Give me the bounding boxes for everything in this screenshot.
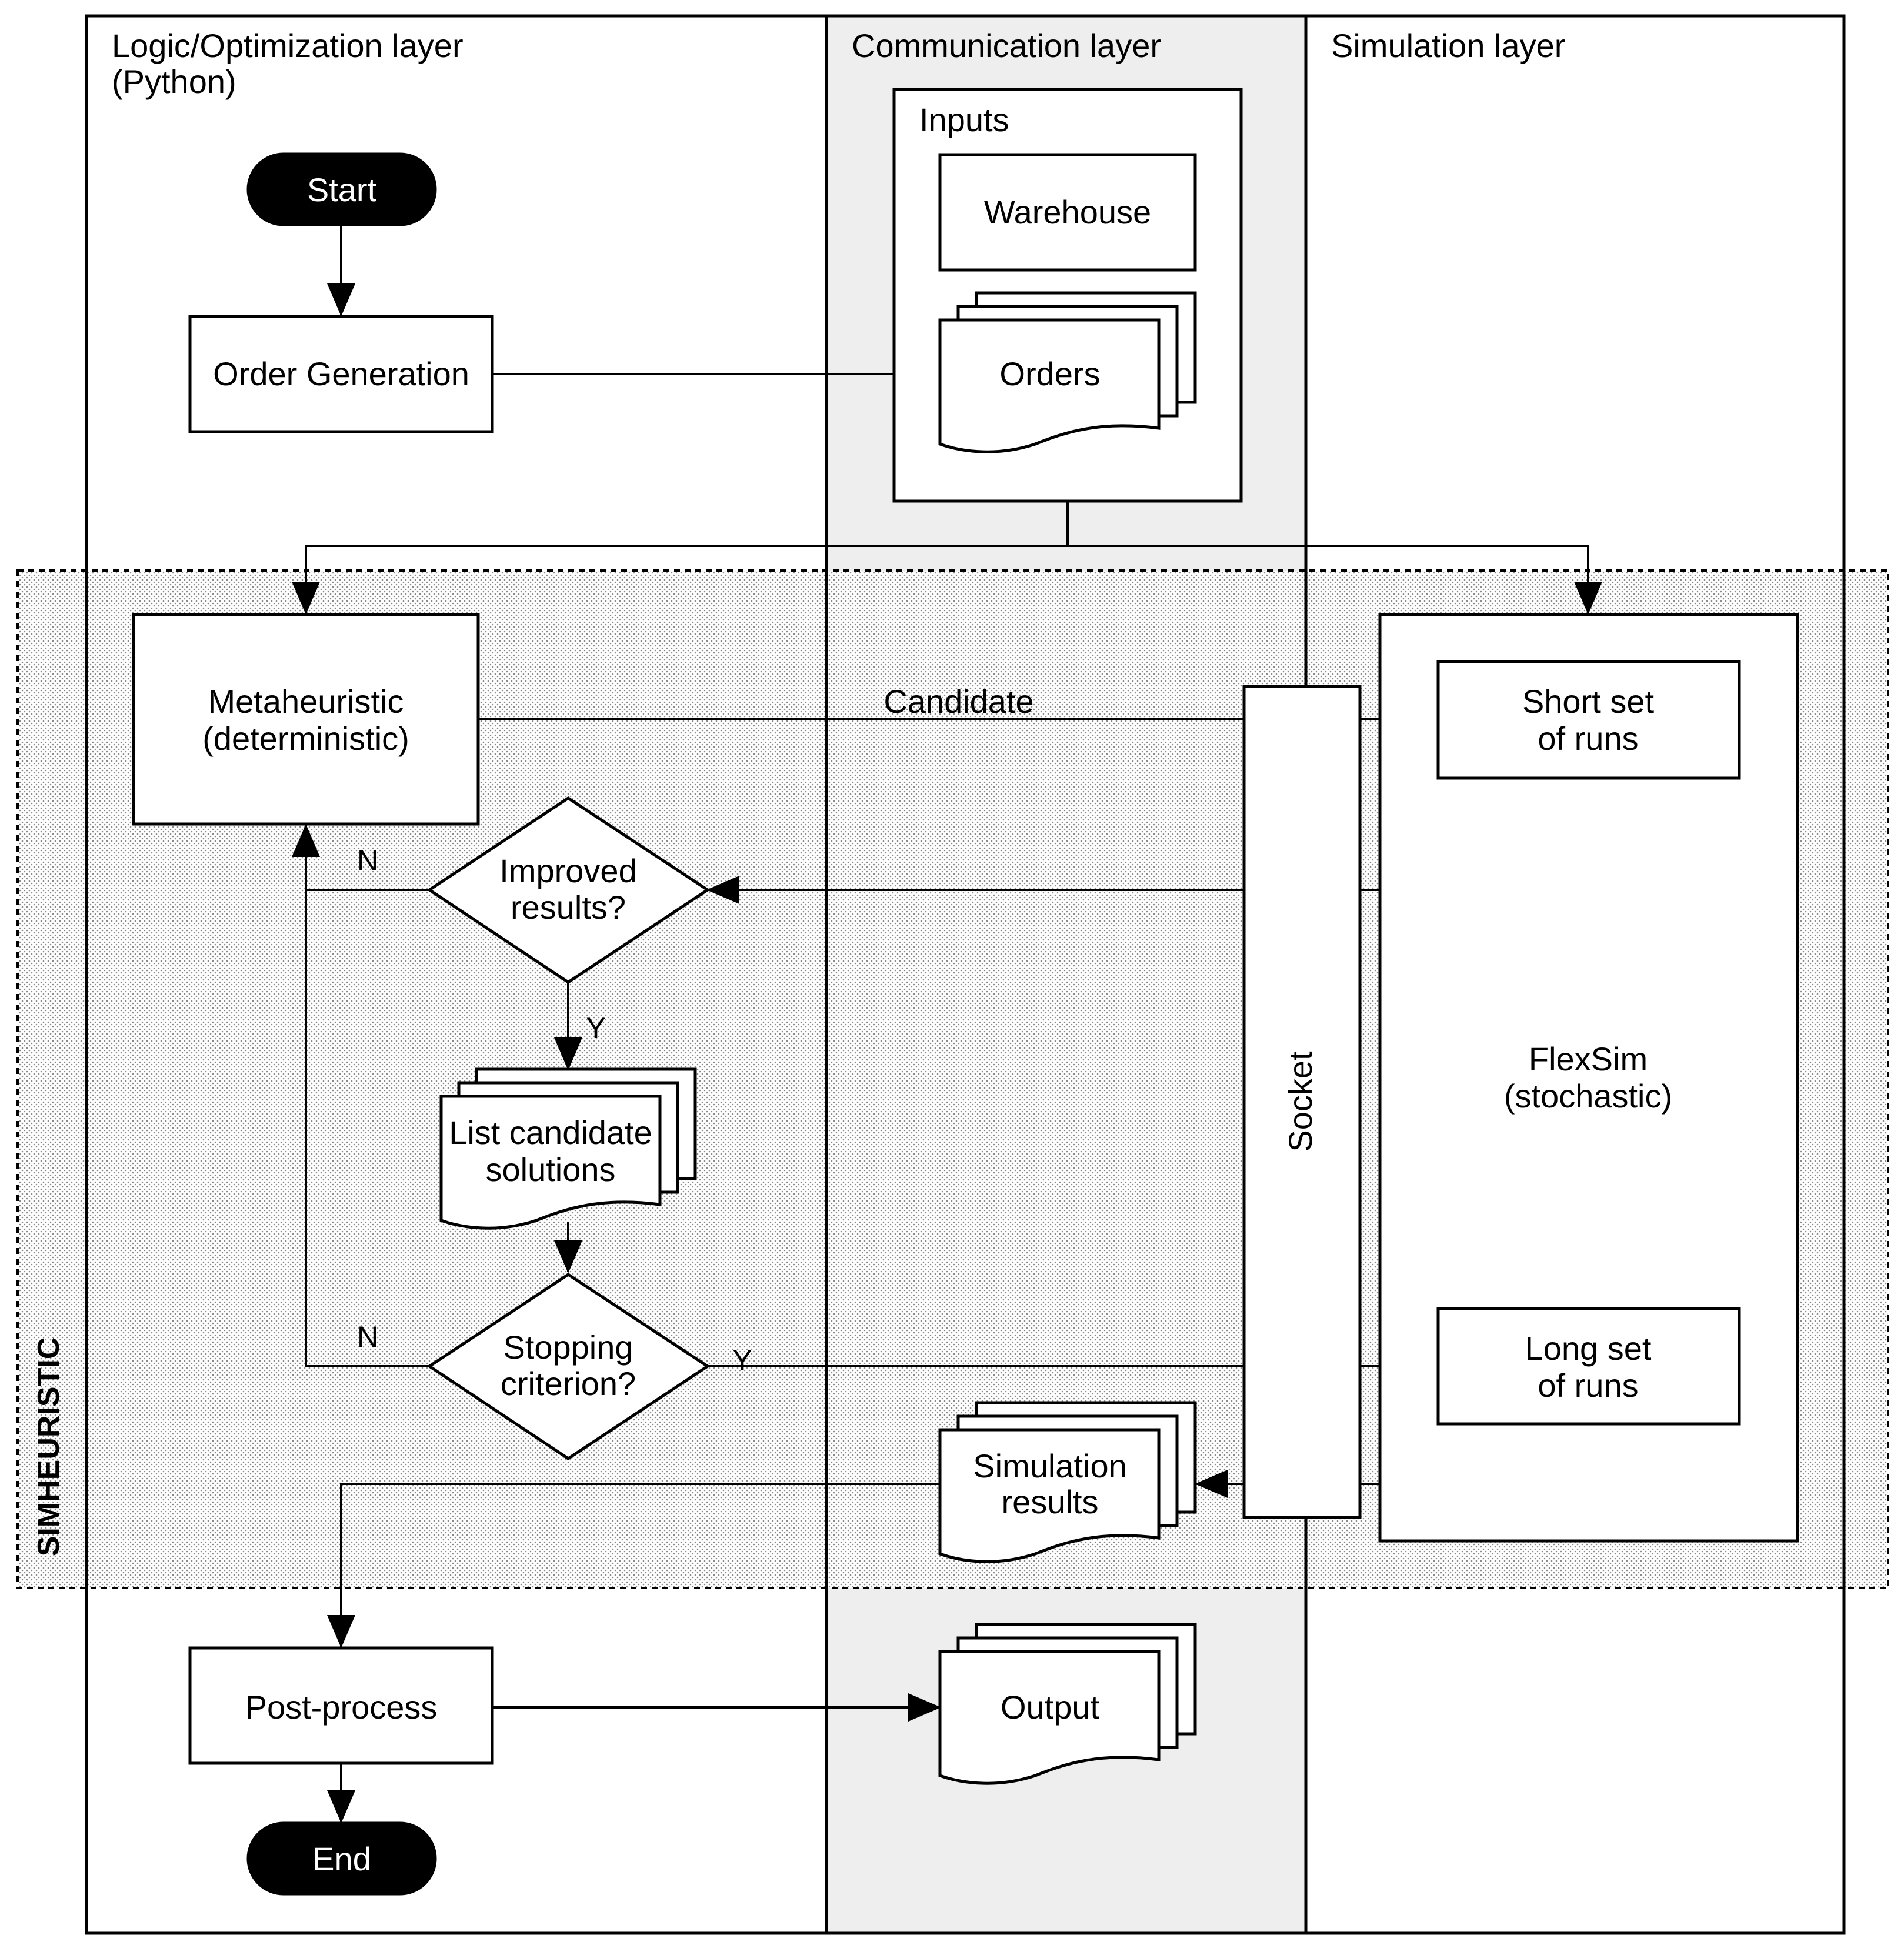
simulation-results-documents — [938, 1401, 1197, 1563]
output-documents — [938, 1623, 1197, 1785]
simulation-results-label-1: Simulation — [973, 1447, 1126, 1484]
stopping-label-1: Stopping — [503, 1329, 633, 1366]
short-set-label-2: of runs — [1538, 720, 1638, 757]
edge-label-stopping-yes: Y — [732, 1344, 752, 1377]
start-terminator — [246, 152, 437, 226]
stopping-decision — [426, 1273, 711, 1461]
socket-box — [1242, 685, 1362, 1519]
lane-title-communication: Communication layer — [852, 27, 1161, 64]
edge-label-improved-yes: Y — [586, 1012, 605, 1045]
long-set-box — [1436, 1307, 1741, 1426]
socket-label: Socket — [1282, 1051, 1319, 1152]
order-generation-label: Order Generation — [213, 355, 469, 392]
edge-inputs-to-meta — [292, 545, 1068, 615]
simulation-results-label-2: results — [1002, 1483, 1099, 1520]
improved-label-1: Improved — [499, 852, 636, 889]
flexsim-label-2: (stochastic) — [1504, 1077, 1672, 1115]
end-label: End — [312, 1840, 371, 1877]
orders-label: Orders — [999, 355, 1100, 392]
list-candidate-label-2: solutions — [485, 1151, 615, 1188]
short-set-label-1: Short set — [1522, 683, 1655, 720]
metaheuristic-box — [132, 613, 480, 826]
post-process-label: Post-process — [245, 1689, 438, 1726]
improved-decision — [426, 796, 711, 985]
stopping-label-2: criterion? — [501, 1365, 636, 1402]
inputs-label: Inputs — [919, 101, 1009, 138]
improved-label-2: results? — [511, 889, 626, 926]
metaheuristic-label-1: Metaheuristic — [208, 683, 404, 720]
edge-label-candidate: Candidate — [883, 683, 1033, 720]
metaheuristic-label-2: (deterministic) — [202, 720, 409, 757]
list-candidate-documents — [439, 1067, 697, 1230]
end-terminator — [246, 1821, 437, 1896]
edge-label-improved-no: N — [357, 844, 378, 877]
warehouse-box — [938, 153, 1197, 272]
list-candidate-label-1: List candidate — [449, 1114, 652, 1151]
lane-title-logic-sub: (Python) — [112, 63, 236, 100]
order-generation-box — [188, 315, 494, 433]
edge-inputs-to-flexsim — [1068, 545, 1602, 615]
start-label: Start — [307, 171, 377, 208]
orders-documents — [938, 291, 1197, 453]
flexsim-label-1: FlexSim — [1529, 1040, 1648, 1077]
long-set-label-1: Long set — [1525, 1330, 1652, 1367]
output-label: Output — [1001, 1689, 1100, 1726]
warehouse-label: Warehouse — [984, 194, 1151, 231]
short-set-box — [1436, 660, 1741, 780]
edge-simres-to-post — [327, 1483, 940, 1648]
lane-title-simulation: Simulation layer — [1331, 27, 1565, 64]
lane-title-logic: Logic/Optimization layer — [112, 27, 464, 64]
simheuristic-label: SIMHEURISTIC — [32, 1337, 66, 1557]
edge-label-stopping-no: N — [357, 1320, 378, 1353]
swimlane-frame — [85, 14, 1846, 1935]
post-process-box — [188, 1646, 494, 1765]
long-set-label-2: of runs — [1538, 1367, 1638, 1404]
edge-stopping-no — [305, 890, 429, 1367]
